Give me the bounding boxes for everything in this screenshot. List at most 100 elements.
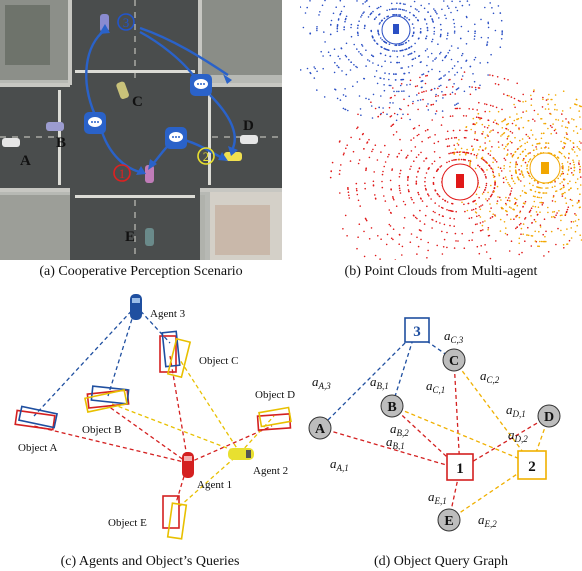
point-cloud-dot: [554, 94, 557, 96]
point-cloud-dot: [538, 245, 540, 248]
point-cloud-dot: [399, 192, 402, 194]
point-cloud-dot: [370, 227, 373, 229]
point-cloud-dot: [346, 144, 348, 146]
point-cloud-dot: [535, 148, 538, 150]
point-cloud-dot: [377, 64, 379, 66]
point-cloud-dot: [525, 192, 527, 194]
point-cloud-dot: [502, 181, 505, 184]
point-cloud-dot: [568, 239, 571, 242]
point-cloud-dot: [419, 76, 421, 79]
point-cloud-dot: [426, 64, 428, 67]
point-cloud-dot: [490, 207, 492, 209]
point-cloud-dot: [437, 43, 439, 45]
point-cloud-dot: [451, 67, 454, 70]
point-cloud-dot: [407, 104, 410, 107]
point-cloud-dot: [500, 199, 502, 201]
point-cloud-dot: [506, 214, 508, 216]
point-cloud-dot: [551, 98, 553, 101]
point-cloud-dot: [437, 95, 439, 97]
point-cloud-dot: [534, 195, 536, 198]
point-cloud-dot: [506, 233, 509, 236]
point-cloud-dot: [393, 73, 395, 75]
point-cloud-dot: [547, 147, 550, 149]
edge-label: aB,2: [390, 421, 409, 438]
point-cloud-dot: [542, 132, 545, 135]
point-cloud-dot: [503, 147, 506, 150]
point-cloud-dot: [388, 8, 391, 11]
point-cloud-dot: [564, 142, 567, 145]
point-cloud-dot: [533, 154, 535, 157]
point-cloud-dot: [382, 107, 384, 109]
point-cloud-dot: [416, 85, 419, 87]
point-cloud-dot: [522, 233, 524, 235]
object-label-c: C: [132, 94, 143, 110]
point-cloud-dot: [457, 60, 459, 63]
point-cloud-dot: [576, 104, 578, 106]
point-cloud-dot: [560, 187, 563, 190]
point-cloud-dot: [446, 246, 448, 249]
point-cloud-dot: [400, 78, 402, 81]
point-cloud-dot: [402, 78, 405, 81]
point-cloud-dot: [554, 180, 556, 182]
point-cloud-dot: [377, 30, 379, 33]
point-cloud-dot: [415, 16, 417, 19]
point-cloud-dot: [474, 23, 476, 26]
point-cloud-dot: [515, 227, 517, 230]
point-cloud-dot: [576, 224, 578, 227]
point-cloud-dot: [396, 113, 399, 116]
point-cloud-dot: [560, 229, 562, 232]
point-cloud-dot: [486, 44, 488, 47]
point-cloud-dot: [467, 30, 470, 33]
point-cloud-dot: [418, 92, 420, 94]
point-cloud-dot: [381, 46, 383, 49]
point-cloud-dot: [536, 213, 539, 216]
point-cloud-dot: [427, 103, 429, 105]
point-cloud-dot: [372, 10, 374, 13]
point-cloud-dot: [356, 193, 359, 196]
point-cloud-dot: [480, 205, 482, 207]
point-cloud-dot: [407, 113, 409, 116]
point-cloud-dot: [510, 153, 512, 155]
point-cloud-dot: [522, 206, 524, 208]
point-cloud-dot: [514, 169, 517, 171]
point-cloud-dot: [572, 161, 575, 163]
point-cloud-dot: [345, 73, 348, 76]
point-cloud-dot: [485, 182, 488, 185]
point-cloud-dot: [509, 130, 512, 133]
point-cloud-dot: [508, 95, 510, 97]
point-cloud-dot: [371, 150, 373, 153]
point-cloud-dot: [395, 205, 398, 207]
point-cloud-dot: [453, 83, 455, 85]
point-cloud-dot: [372, 36, 374, 39]
point-cloud-dot: [336, 30, 339, 33]
point-cloud-dot: [384, 54, 387, 57]
point-cloud-dot: [571, 172, 573, 174]
point-cloud-dot: [411, 65, 414, 67]
point-cloud-dot: [554, 128, 557, 131]
point-cloud-dot: [477, 164, 479, 167]
point-cloud-dot: [454, 159, 456, 161]
point-cloud-dot: [527, 234, 530, 237]
point-cloud-dot: [412, 32, 415, 34]
point-cloud-dot: [484, 186, 487, 189]
point-cloud-dot: [445, 54, 448, 57]
point-cloud-dot: [522, 223, 525, 225]
point-cloud-dot: [511, 132, 514, 134]
point-cloud-dot: [573, 169, 576, 172]
point-cloud-dot: [524, 240, 526, 242]
point-cloud-dot: [394, 13, 396, 16]
point-cloud-dot: [526, 164, 529, 166]
point-cloud-dot: [421, 140, 423, 143]
point-cloud-dot: [460, 158, 463, 161]
point-cloud-dot: [350, 35, 353, 38]
point-cloud-dot: [437, 87, 439, 90]
point-cloud-dot: [496, 76, 499, 78]
point-cloud-dot: [524, 218, 526, 220]
point-cloud-dot: [421, 200, 424, 202]
point-cloud-dot: [510, 207, 512, 209]
point-cloud-dot: [534, 120, 536, 122]
point-cloud-dot: [378, 106, 380, 109]
point-cloud-dot: [549, 124, 552, 127]
point-cloud-dot: [400, 108, 402, 111]
object-label-d: D: [243, 118, 254, 134]
